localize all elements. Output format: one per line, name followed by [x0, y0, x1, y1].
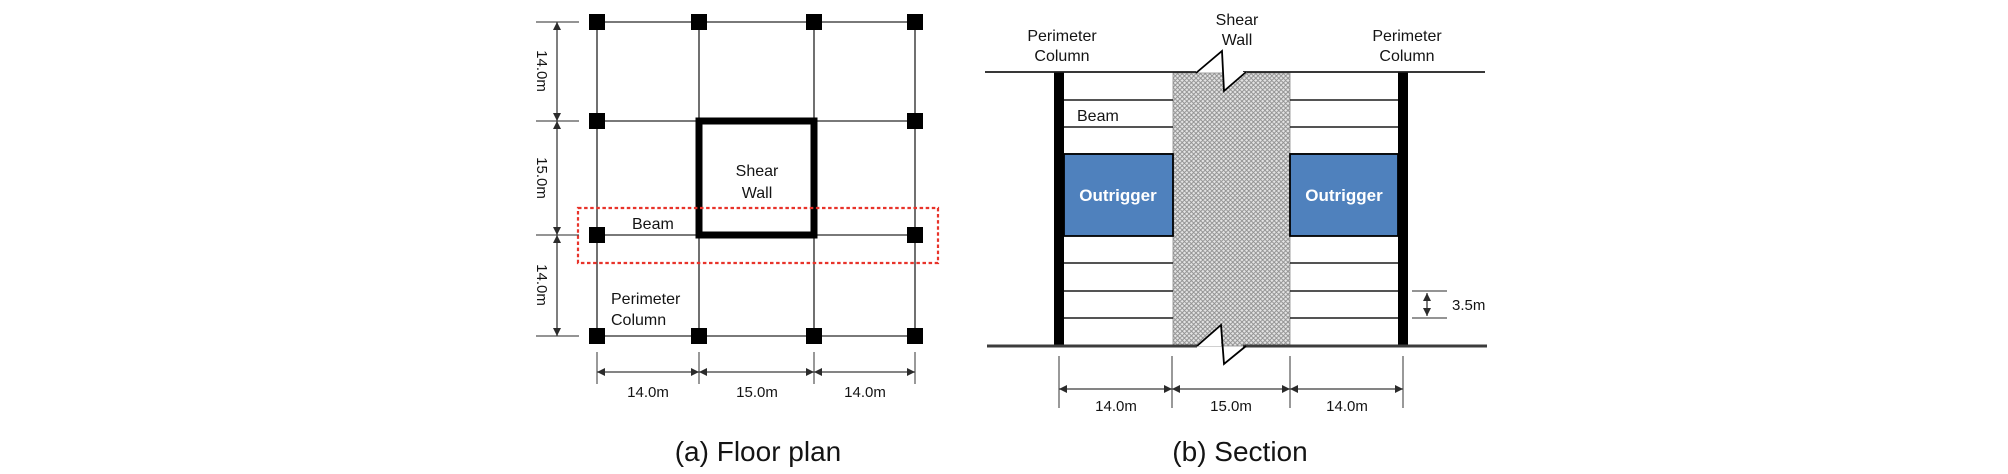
section-perimeter-column-right	[1398, 72, 1408, 346]
plan-horizontal-dimension-chain: 14.0m 15.0m 14.0m	[596, 352, 916, 401]
section-hdim-middle: 15.0m	[1210, 398, 1252, 415]
section-shear-wall-hatch	[1172, 72, 1291, 347]
outrigger-left	[1063, 153, 1174, 237]
plan-beam-label: Beam	[632, 216, 674, 233]
plan-shear-wall	[695, 117, 818, 239]
shear-wall-top-break-symbol	[1195, 49, 1247, 93]
section-shear-wall-label-line1: Shear	[1216, 12, 1259, 29]
section-perimeter-column-left-label-line1: Perimeter	[1027, 28, 1097, 45]
plan-hdim-left: 14.0m	[627, 384, 669, 401]
section-perimeter-column-left-label-line2: Column	[1034, 48, 1089, 65]
section-perimeter-column-left	[1054, 72, 1064, 346]
floor-plan-panel: Shear Wall Beam Perimeter Column 14.0m 1…	[533, 14, 940, 467]
plan-shear-wall-label-line1: Shear	[736, 163, 779, 180]
plan-perimeter-column-label-line2: Column	[611, 312, 666, 329]
plan-caption: (a) Floor plan	[675, 436, 842, 467]
section-caption: (b) Section	[1172, 436, 1307, 467]
plan-vdim-middle: 15.0m	[533, 157, 550, 199]
plan-shear-wall-label-line2: Wall	[742, 185, 773, 202]
plan-vertical-dimension-chain: 14.0m 15.0m 14.0m	[533, 21, 579, 337]
outrigger-right	[1289, 153, 1399, 237]
shear-wall-bottom-break-symbol	[1196, 323, 1247, 366]
section-panel: Outrigger Outrigger Perimeter Column She…	[985, 12, 1487, 467]
outrigger-left-label: Outrigger	[1079, 186, 1157, 205]
plan-vdim-bottom: 14.0m	[533, 264, 550, 306]
plan-perimeter-column-label-line1: Perimeter	[611, 291, 681, 308]
section-hdim-left: 14.0m	[1095, 398, 1137, 415]
plan-hdim-right: 14.0m	[844, 384, 886, 401]
section-shear-wall-label-line2: Wall	[1222, 32, 1253, 49]
outrigger-right-label: Outrigger	[1305, 186, 1383, 205]
storey-height-dimension: 3.5m	[1412, 290, 1485, 319]
section-hdim-right: 14.0m	[1326, 398, 1368, 415]
storey-height-dim-label: 3.5m	[1452, 297, 1485, 314]
section-perimeter-column-right-label-line2: Column	[1379, 48, 1434, 65]
section-horizontal-dimension-chain: 14.0m 15.0m 14.0m	[1058, 356, 1404, 415]
section-beam-label: Beam	[1077, 108, 1119, 125]
plan-perimeter-columns	[589, 14, 923, 344]
plan-vdim-top: 14.0m	[533, 50, 550, 92]
section-perimeter-column-right-label-line1: Perimeter	[1372, 28, 1442, 45]
plan-hdim-middle: 15.0m	[736, 384, 778, 401]
